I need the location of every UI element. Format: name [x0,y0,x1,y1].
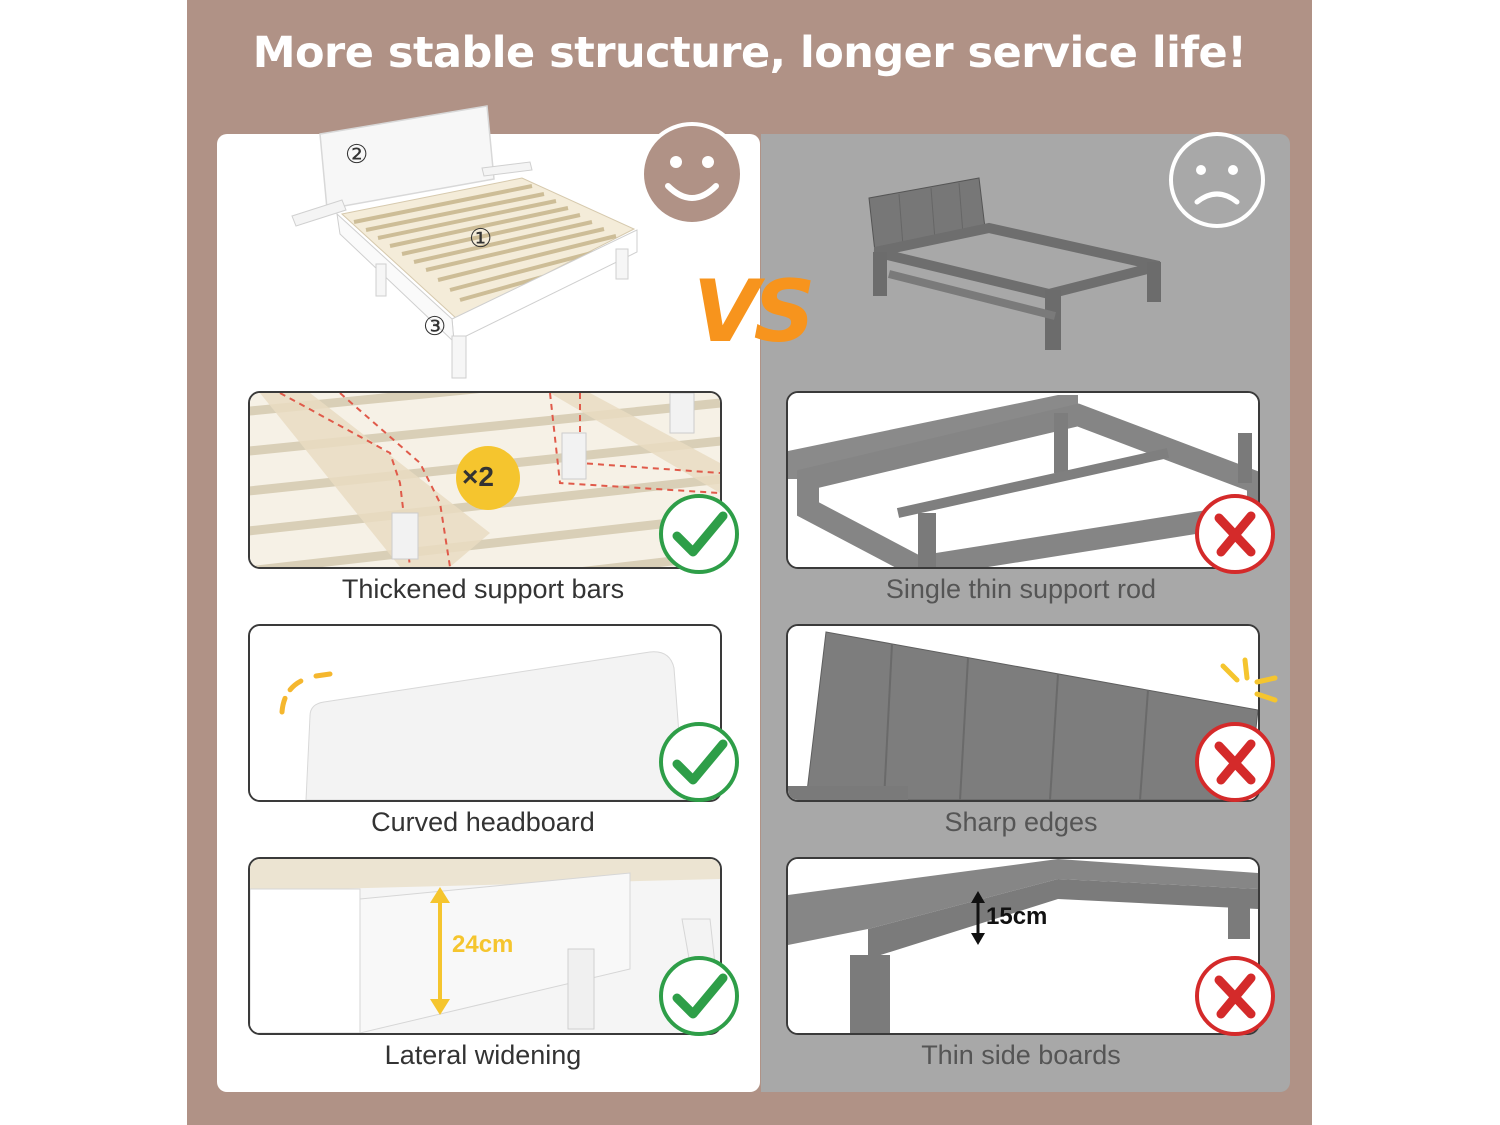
caption-thin-side-boards: Thin side boards [921,1040,1121,1070]
comparison-poster: More stable structure, longer service li… [187,0,1312,1125]
warning-burst-icon [1220,657,1278,703]
thin-rod-detail-card [786,391,1260,569]
vs-label: VS [693,262,815,362]
slats-detail-card: ×2 [248,391,722,569]
thin-board-detail-card: 15cm [786,857,1260,1035]
white-bed-illustration [291,105,638,379]
cross-icon [1195,722,1275,802]
caption-single-thin-support-rod: Single thin support rod [885,574,1157,604]
side-board-thin-label: 15cm [986,903,1048,930]
check-icon [659,956,739,1036]
marker-2: ② [345,140,369,170]
grey-bed-illustration [868,177,1161,350]
caption-curved-headboard: Curved headboard [371,807,595,837]
headline: More stable structure, longer service li… [252,28,1247,78]
caption-sharp-edges: Sharp edges [944,807,1098,837]
check-icon [659,494,739,574]
cross-icon [1195,956,1275,1036]
caption-lateral-widening: Lateral widening [384,1040,582,1070]
headboard-detail-card [248,624,722,802]
side-board-height-label: 24cm [452,931,514,958]
sad-face-icon [1169,132,1265,228]
sharp-edge-detail-card [786,624,1260,802]
side-board-detail-card: 24cm [248,857,722,1035]
marker-3: ③ [423,312,447,342]
double-bar-badge: ×2 [462,461,494,492]
check-icon [659,722,739,802]
caption-thickened-support-bars: Thickened support bars [341,574,625,604]
cross-icon [1195,494,1275,574]
happy-face-icon [640,122,744,226]
marker-1: ① [469,224,493,254]
